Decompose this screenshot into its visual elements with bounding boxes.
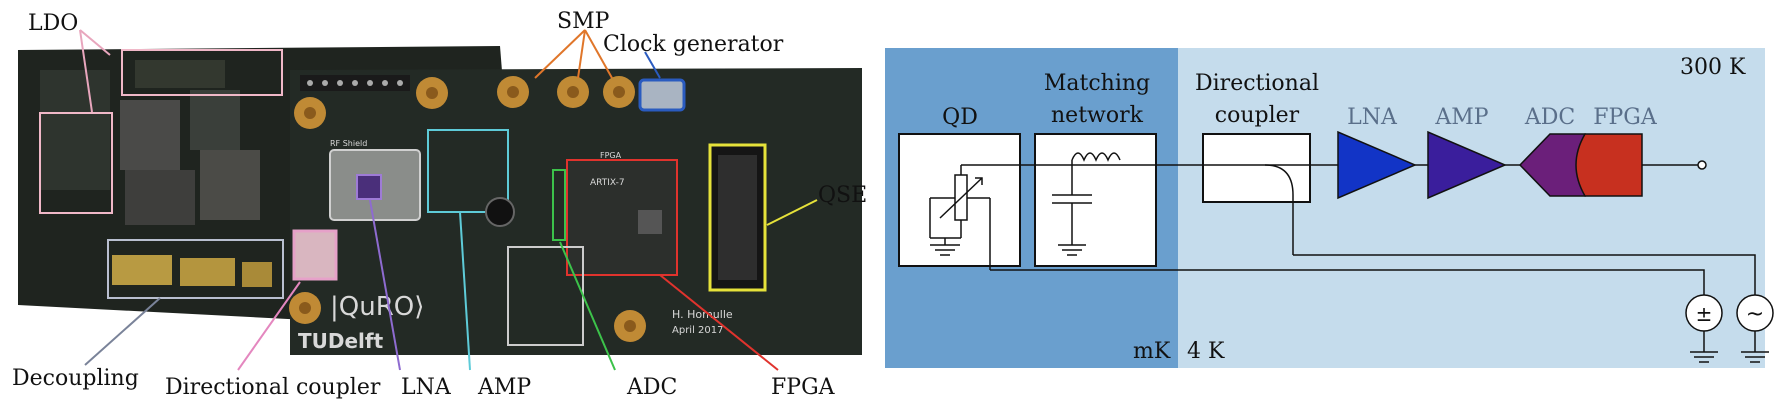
pcb-component [120,100,180,170]
fpga-silk: ARTIX-7 [590,178,625,188]
pcb-photo: RF Shield ARTIX-7 FPGA |QuRO⟩ TUDelft H.… [18,46,862,355]
fpga-shape [1575,133,1643,197]
label-smp: SMP [557,9,610,34]
bias-lines [990,254,1756,300]
pcb-component [190,90,240,150]
pcb-capacitor [242,262,272,287]
decoupling-highlight [107,239,284,299]
adc-highlight [552,169,566,241]
zone-4k [1178,48,1765,368]
ldo-highlight [39,112,113,214]
matching-label-2: network [1051,103,1144,128]
amp-label: AMP [1434,105,1488,130]
mounting-hole [485,197,515,227]
fpga-label: FPGA [1593,105,1658,130]
photo-annotation-lines [79,29,818,371]
label-lna: LNA [401,375,452,400]
label-amp: AMP [477,375,531,400]
pcb-component [40,70,110,190]
pcb-component [200,150,260,220]
schematic: mK 4 K 300 K QD Matching network [885,48,1774,368]
pcb-component [125,170,195,225]
label-fpga: FPGA [771,375,836,400]
amp-highlight [427,129,509,213]
tudelft-logo: TUDelft [298,329,384,353]
zone-300k-label: 300 K [1680,55,1746,80]
lna-label: LNA [1347,105,1398,130]
label-directional-coupler: Directional coupler [165,375,381,400]
smp-connector [603,76,635,108]
label-ldo: LDO [28,11,78,36]
qse-pins [718,155,757,280]
dc-source: ± [1685,294,1723,363]
ac-source-symbol: ~ [1746,302,1764,327]
qd-variable-resistor [929,164,1000,270]
matching-network-block [1034,133,1157,267]
lna-chip [356,174,382,200]
smp-connector [614,310,646,342]
label-decoupling: Decoupling [12,366,139,391]
label-adc: ADC [626,375,677,400]
author-silk: H. Homulle [672,308,733,321]
output-terminal [1697,160,1707,170]
dircoupler-label-1: Directional [1195,71,1319,96]
smp-connector [557,76,589,108]
dircoupler-block [1202,133,1311,203]
matching-lc [1052,152,1121,256]
zone-4k-label: 4 K [1187,339,1225,364]
pcb-capacitor [112,255,172,285]
label-qse: QSE [818,183,867,208]
amp-triangle [1427,130,1507,200]
label-clock-generator: Clock generator [603,32,784,57]
dircoupler-label-2: coupler [1215,103,1300,128]
rf-shield-silk: RF Shield [330,139,367,148]
fpga-label-silk: FPGA [600,151,622,160]
smp-connector [289,292,321,324]
qd-label: QD [942,105,978,130]
smp-connector [497,76,529,108]
pcb-component [135,60,225,88]
quro-logo: |QuRO⟩ [330,292,424,322]
dc-source-symbol: ± [1696,302,1713,326]
smp-connector [416,77,448,109]
date-silk: April 2017 [672,325,723,336]
adc-label: ADC [1524,105,1575,130]
clock-generator-chip [638,78,686,112]
fpga-qr [638,210,662,234]
smp-connector [294,97,326,129]
pcb-header [300,75,410,91]
matching-label-1: Matching [1044,71,1150,96]
dircoupler-chip [292,229,338,281]
ldo-highlight [121,49,283,96]
ac-source: ~ [1736,294,1774,363]
zone-mk-label: mK [1133,339,1171,364]
pcb-capacitor [180,258,235,286]
lna-triangle [1337,130,1417,200]
